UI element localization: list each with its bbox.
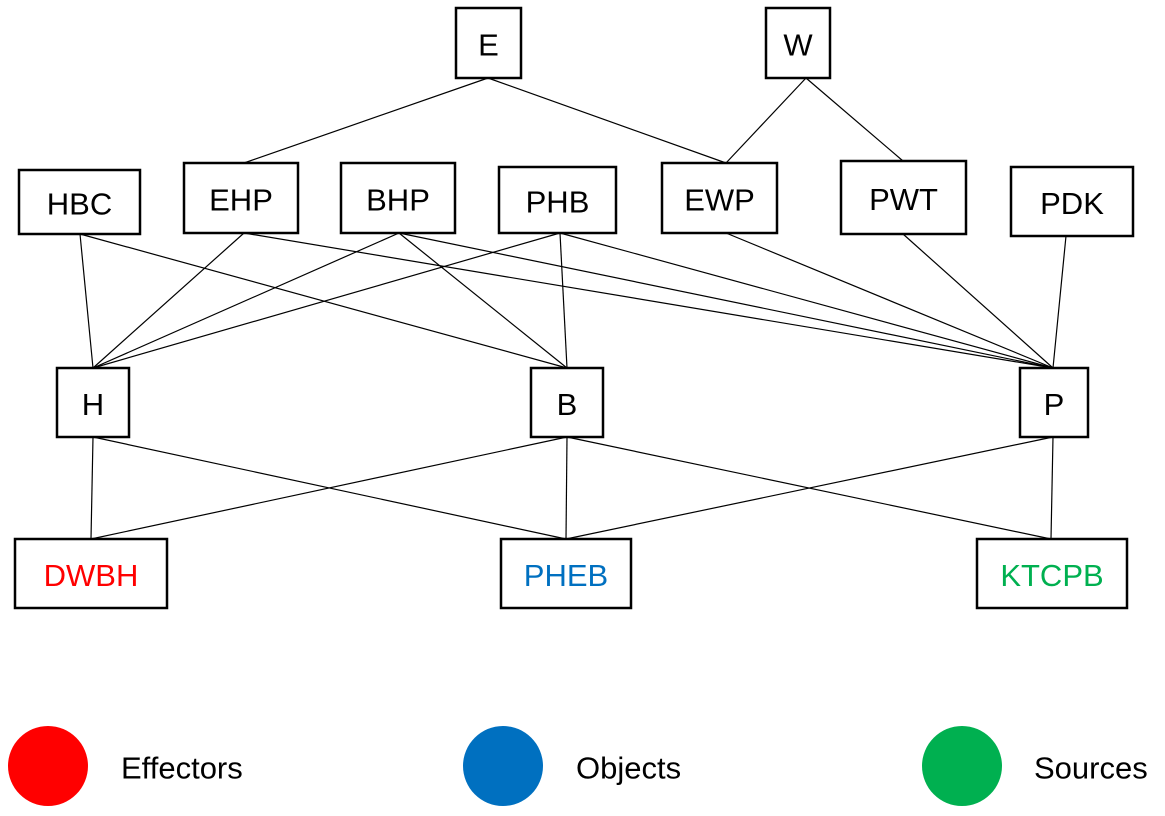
node-label-dwbh: DWBH [44,558,139,593]
effectors-legend-swatch [8,726,88,806]
node-label-w: W [783,28,813,63]
node-label-ehp: EHP [209,183,273,218]
node-box-phb [497,165,618,235]
edge-phb-h [92,232,561,369]
node-b: B [529,366,605,439]
node-hbc: HBC [17,168,142,236]
node-label-hbc: HBC [47,187,112,222]
node-box-b [529,366,605,439]
effectors-legend-label: Effectors [121,751,243,786]
node-ktcpb: KTCPB [975,537,1129,610]
node-pwt: PWT [839,159,968,236]
node-box-dwbh [13,537,169,610]
node-box-pheb [499,537,633,610]
node-label-b: B [557,387,578,422]
node-label-pdk: PDK [1040,186,1104,221]
edge-bhp-h [92,232,400,369]
node-box-w [764,6,832,80]
edge-b-pheb [565,436,568,540]
node-h: H [55,366,131,439]
node-pheb: PHEB [499,537,633,610]
edge-pdk-p [1052,235,1067,369]
node-label-p: P [1044,387,1065,422]
node-p: P [1018,366,1090,439]
edge-phb-p [559,232,1054,369]
edge-layer [79,77,1067,540]
node-box-h [55,366,131,439]
node-label-ktcpb: KTCPB [1000,558,1103,593]
edge-p-pheb [565,436,1054,540]
node-phb: PHB [497,165,618,235]
node-label-bhp: BHP [366,183,430,218]
node-box-e [454,6,523,80]
edge-e-ewp [487,77,727,164]
node-box-ehp [182,161,300,235]
edge-w-pwt [805,77,904,162]
node-ehp: EHP [182,161,300,235]
edge-pwt-p [902,233,1054,369]
node-box-ktcpb [975,537,1129,610]
node-box-p [1018,366,1090,439]
edge-b-dwbh [90,436,568,540]
node-box-pwt [839,159,968,236]
objects-legend-label: Objects [576,751,681,786]
node-label-e: E [478,28,499,63]
edge-w-ewp [725,77,807,164]
node-label-pheb: PHEB [524,558,608,593]
node-bhp: BHP [339,161,457,235]
node-box-bhp [339,161,457,235]
edge-p-ktcpb [1050,436,1054,540]
node-box-pdk [1009,165,1135,238]
edge-bhp-p [398,232,1054,369]
node-label-pwt: PWT [869,182,938,217]
edge-e-ehp [243,77,489,164]
legend: Effectors Objects Sources [8,726,1148,806]
node-w: W [764,6,832,80]
node-label-phb: PHB [526,185,590,220]
edge-h-dwbh [90,436,94,540]
node-label-h: H [82,387,104,422]
node-dwbh: DWBH [13,537,169,610]
node-box-hbc [17,168,142,236]
edge-ehp-h [92,232,245,369]
node-box-ewp [660,161,779,235]
sources-legend-label: Sources [1034,751,1148,786]
edge-bhp-b [398,232,568,369]
node-label-ewp: EWP [684,183,755,218]
node-ewp: EWP [660,161,779,235]
node-layer: E W HBC EHP BHP PHB EWP PWT PDK H B P DWBH PHEB KTCPB [13,6,1135,610]
sources-legend-swatch [922,726,1002,806]
edge-hbc-h [79,233,94,369]
node-e: E [454,6,523,80]
node-pdk: PDK [1009,165,1135,238]
edge-ewp-p [725,232,1054,369]
edge-ehp-p [243,232,1054,369]
objects-legend-swatch [463,726,543,806]
edge-phb-b [559,232,568,369]
